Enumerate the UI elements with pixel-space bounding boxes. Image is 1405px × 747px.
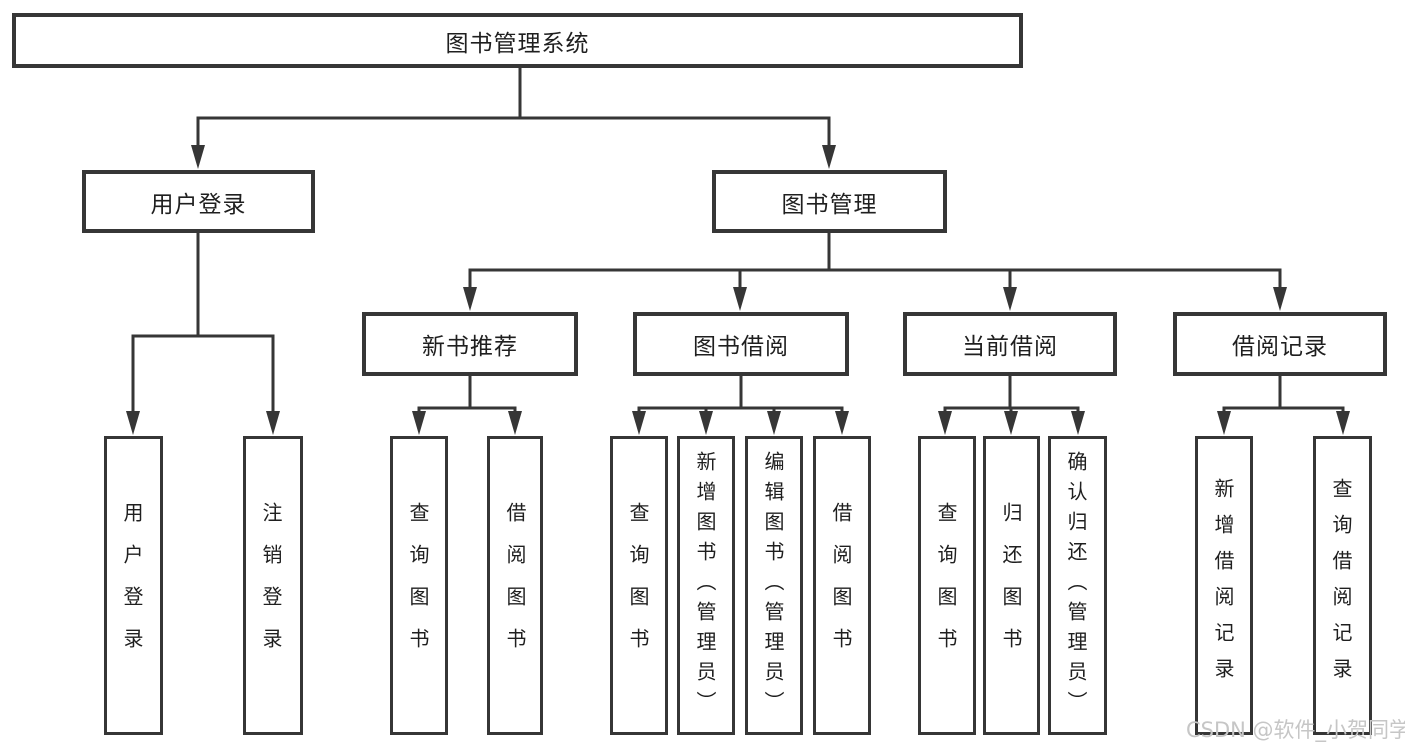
node-borrowing-records: 借阅记录 — [1173, 312, 1387, 376]
leaf-add-books-admin: 新增图书（管理员） — [677, 436, 735, 735]
leaf-query-books-1: 查询图书 — [390, 436, 448, 735]
connector-book-management — [463, 233, 1287, 311]
connector-new-book-recommend — [412, 376, 522, 435]
leaf-borrow-books-2: 借阅图书 — [813, 436, 871, 735]
connector-user-login — [126, 233, 280, 435]
leaf-borrow-books-1: 借阅图书 — [487, 436, 543, 735]
leaf-user-login: 用户登录 — [104, 436, 163, 735]
leaf-add-borrow-record: 新增借阅记录 — [1195, 436, 1253, 735]
node-user-login: 用户登录 — [82, 170, 315, 233]
connector-book-borrowing — [632, 376, 849, 435]
connector-current-borrowing — [938, 376, 1085, 435]
node-book-management: 图书管理 — [712, 170, 947, 233]
watermark: CSDN @软件_小贺同学 — [1186, 718, 1405, 742]
leaf-query-borrow-record: 查询借阅记录 — [1313, 436, 1372, 735]
leaf-confirm-return-admin: 确认归还（管理员） — [1048, 436, 1107, 735]
leaf-query-books-3: 查询图书 — [918, 436, 976, 735]
node-new-book-recommend: 新书推荐 — [362, 312, 578, 376]
connector-root — [191, 68, 836, 169]
leaf-query-books-2: 查询图书 — [610, 436, 668, 735]
node-library-management-system: 图书管理系统 — [12, 13, 1023, 68]
leaf-logout: 注销登录 — [243, 436, 303, 735]
node-current-borrowing: 当前借阅 — [903, 312, 1117, 376]
node-book-borrowing: 图书借阅 — [633, 312, 849, 376]
connector-borrowing-records — [1217, 376, 1350, 435]
leaf-edit-books-admin: 编辑图书（管理员） — [745, 436, 803, 735]
leaf-return-books: 归还图书 — [983, 436, 1040, 735]
